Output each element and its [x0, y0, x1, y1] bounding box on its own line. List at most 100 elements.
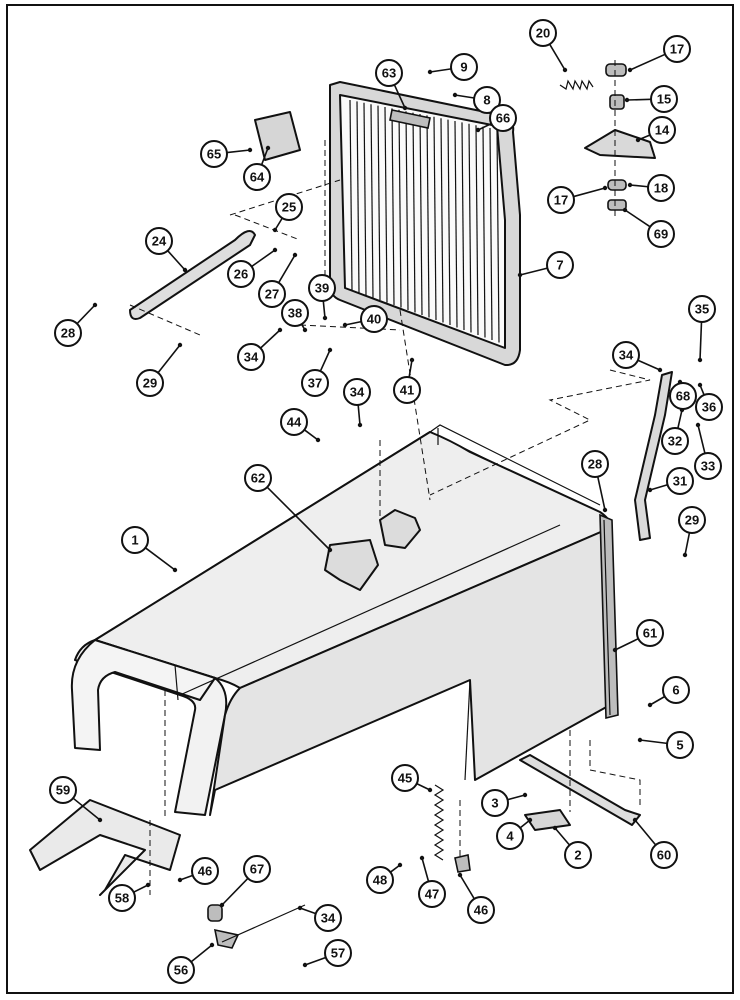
callout-number: 14	[655, 123, 670, 138]
leader-tip	[517, 272, 523, 278]
leader-line	[322, 300, 326, 319]
leader-line	[637, 359, 661, 371]
leader-tip	[342, 322, 348, 328]
grille-slat	[475, 125, 479, 336]
leader-tip	[357, 422, 363, 428]
part-callout: 34	[237, 343, 265, 371]
part-callout: 48	[366, 866, 394, 894]
grille-slat	[454, 120, 458, 328]
callout-circle	[314, 904, 342, 932]
leader-tip	[527, 817, 533, 823]
callout-circle	[360, 305, 388, 333]
leader-tip	[219, 902, 225, 908]
callout-number: 65	[207, 147, 221, 162]
leader-line	[190, 944, 213, 963]
leader-line	[299, 907, 317, 915]
callout-circle	[473, 86, 501, 114]
callout-circle	[227, 260, 255, 288]
callout-circle	[547, 186, 575, 214]
callout-number: 5	[676, 738, 683, 753]
callout-number: 18	[654, 181, 668, 196]
seal-strip-part	[599, 513, 619, 720]
part-callout: 28	[581, 450, 609, 478]
leader-tip	[315, 437, 321, 443]
part-callout: 39	[308, 274, 336, 302]
leader-tip	[452, 92, 458, 98]
pedal-part	[29, 799, 181, 896]
callout-circle	[54, 319, 82, 347]
callout-circle	[496, 822, 524, 850]
callout-number: 33	[701, 459, 715, 474]
grille-slat	[447, 119, 451, 326]
callout-number: 47	[425, 887, 439, 902]
callout-circle	[695, 393, 723, 421]
leader-tip	[327, 547, 333, 553]
leader-line	[304, 956, 327, 966]
part-callout: 5	[666, 731, 694, 759]
part-callout: 47	[418, 880, 446, 908]
callout-circle	[663, 35, 691, 63]
leader-tip	[697, 382, 703, 388]
bracket-part	[254, 111, 301, 161]
part-callout: 46	[191, 857, 219, 885]
callout-number: 58	[115, 891, 129, 906]
callout-circle	[258, 280, 286, 308]
leader-tip	[647, 702, 653, 708]
part-callout: 59	[49, 776, 77, 804]
callout-circle	[280, 408, 308, 436]
callout-circle	[243, 855, 271, 883]
part-callout: 38	[281, 299, 309, 327]
part-callout: 56	[167, 956, 195, 984]
leader-tip	[327, 347, 333, 353]
callout-circle	[281, 299, 309, 327]
grille-slat	[419, 113, 423, 316]
callout-number: 4	[506, 829, 514, 844]
callout-circle	[636, 619, 664, 647]
grille-slat	[391, 108, 395, 306]
callout-circle	[191, 857, 219, 885]
callout-circle	[564, 841, 592, 869]
leader-line	[221, 877, 249, 906]
part-callout: 67	[243, 855, 271, 883]
leader-line	[416, 782, 431, 791]
leader-line	[167, 250, 186, 271]
callout-circle	[275, 193, 303, 221]
leader-tip	[624, 97, 630, 103]
part-callout: 61	[636, 619, 664, 647]
callout-circle	[167, 956, 195, 984]
part-callout: 6	[662, 676, 690, 704]
part-callout: 60	[650, 841, 678, 869]
hood-part	[70, 424, 612, 816]
part-callout: 28	[54, 319, 82, 347]
callout-number: 34	[321, 911, 336, 926]
part-callout: 17	[547, 186, 575, 214]
callout-circle	[366, 866, 394, 894]
callout-number: 25	[282, 200, 296, 215]
callout-circle	[136, 369, 164, 397]
part-callout: 35	[688, 295, 716, 323]
leader-tip	[177, 877, 183, 883]
leader-tip	[627, 182, 633, 188]
callout-number: 6	[672, 683, 679, 698]
leader-tip	[635, 137, 641, 143]
callout-circle	[546, 251, 574, 279]
part-callout: 68	[669, 382, 697, 410]
part-callout: 66	[489, 104, 517, 132]
callout-circle	[237, 343, 265, 371]
leader-line	[548, 43, 566, 71]
latch-hook-part	[324, 539, 379, 591]
leader-line	[274, 217, 283, 231]
part-callout: 62	[244, 464, 272, 492]
leader-line	[393, 84, 406, 109]
callout-number: 29	[143, 376, 157, 391]
leader-tip	[457, 872, 463, 878]
leader-tip	[272, 247, 278, 253]
leader-tip	[622, 207, 628, 213]
drawing-frame	[6, 4, 734, 994]
callout-circle	[393, 376, 421, 404]
leader-tip	[322, 315, 328, 321]
arm-bracket-part	[584, 129, 656, 159]
leader-line	[639, 739, 668, 745]
leader-line	[677, 409, 683, 429]
